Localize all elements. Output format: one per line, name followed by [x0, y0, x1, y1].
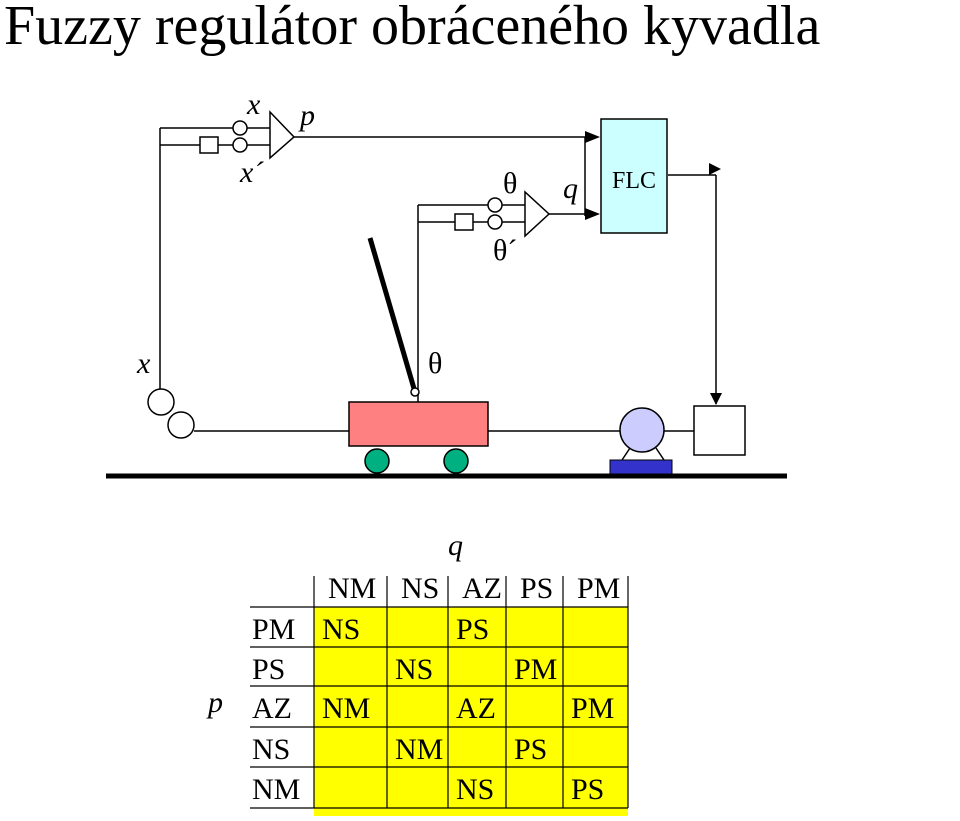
cart-body: [348, 401, 489, 447]
table-column-header: PM: [577, 572, 620, 605]
label-x-left: x: [136, 347, 151, 380]
comparator-x: [199, 110, 296, 160]
driver-box: [693, 405, 746, 456]
table-cell: NS: [395, 653, 433, 686]
table-column-header: PS: [520, 572, 553, 605]
table-cell: NS: [322, 613, 360, 646]
derivative-block-x: [199, 136, 219, 154]
table-cell: PS: [456, 613, 489, 646]
cart-wheel-right: [443, 448, 469, 474]
summing-amp-x: [269, 110, 296, 160]
label-x-prime: x´: [239, 156, 264, 189]
label-x-top: x: [246, 88, 261, 121]
label-theta-top: θ: [503, 167, 517, 200]
motor-leg-right: [655, 447, 665, 461]
table-cell: NS: [456, 773, 494, 806]
motor-leg-left: [621, 447, 631, 461]
input-node-theta: [487, 197, 503, 213]
motor-base: [609, 459, 673, 475]
label-p: p: [298, 99, 315, 132]
pendulum-pivot: [410, 387, 420, 397]
table-row-label: NS: [252, 733, 290, 766]
table-fill-rect: [314, 607, 628, 816]
table-row-label: NM: [252, 773, 300, 806]
cart-wheel-left: [364, 448, 390, 474]
motor: [619, 407, 665, 453]
label-theta-mid: θ: [428, 347, 442, 380]
table-column-header: NM: [328, 572, 376, 605]
derivative-block-theta: [454, 213, 474, 231]
arrowheads: [585, 131, 722, 405]
table-grid: [250, 576, 629, 809]
table-cell: PM: [571, 692, 614, 725]
input-node-x: [232, 120, 248, 136]
comparator-theta: [454, 190, 551, 238]
table-column-header: NS: [401, 572, 439, 605]
table-cell: PS: [571, 773, 604, 806]
table-row-label: AZ: [252, 692, 292, 725]
table-cell: PS: [514, 733, 547, 766]
position-sensor: [147, 388, 195, 439]
input-node-theta-prime: [487, 214, 503, 230]
table-cell: NM: [395, 733, 443, 766]
arrow-p-to-flc: [585, 131, 600, 143]
sensor-pulley-upper: [147, 388, 175, 416]
slide-title: Fuzzy regulátor obráceného kyvadla: [4, 0, 820, 57]
table-cell: AZ: [456, 692, 496, 725]
table-cell-area: [314, 607, 628, 816]
arrow-q-to-flc: [585, 208, 600, 220]
rule-table: q p NM NS AZ PS PM PM NS PS PS NS PM AZ NM AZ PM NS NM PS…: [206, 529, 629, 816]
table-row-label: PM: [252, 613, 295, 646]
table-column-header: AZ: [462, 572, 502, 605]
input-node-x-prime: [232, 137, 248, 153]
table-q-label: q: [448, 529, 463, 562]
label-theta-prime: θ´: [493, 234, 517, 267]
signal-wiring: [159, 127, 717, 432]
table-row-label: PS: [252, 653, 285, 686]
summing-amp-theta: [524, 190, 551, 238]
sensor-pulley-lower: [167, 411, 195, 439]
pendulum-rod: [367, 237, 418, 393]
arrow-to-controller: [710, 393, 722, 405]
table-cell: PM: [514, 653, 557, 686]
table-text: NM NS AZ PS PM PM NS PS PS NS PM AZ NM AZ PM NS NM PS NM NS…: [252, 572, 620, 806]
flc-label: FLC: [612, 168, 656, 194]
flc-block: [600, 118, 668, 234]
label-q: q: [563, 172, 578, 205]
table-cell: NM: [322, 692, 370, 725]
arrow-flc-output: [709, 163, 721, 175]
table-p-label: p: [206, 686, 223, 719]
